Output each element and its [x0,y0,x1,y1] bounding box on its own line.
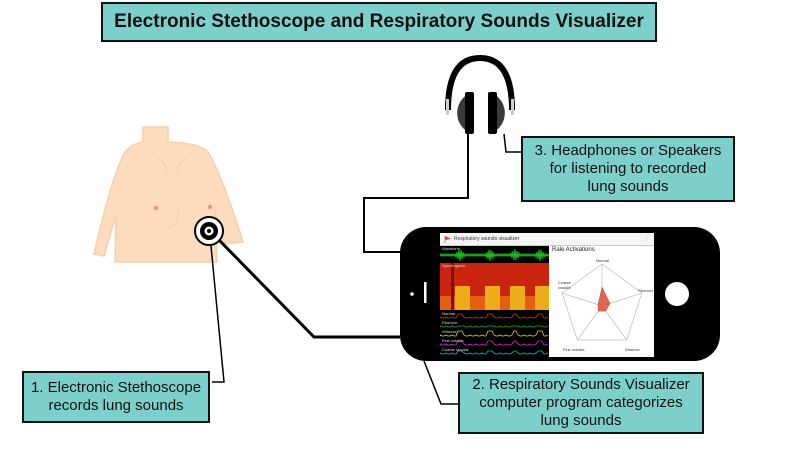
app-title: Respiratory sounds visualizer [454,236,520,242]
radar-axis-coarse-crackle [561,292,603,307]
diagram-title: Electronic Stethoscope and Respiratory S… [101,2,657,42]
radar-axis-label-fine-crackle: Fine crackle [563,347,585,352]
track-label-rhonchi: Rhonchi [442,320,457,325]
spectrogram-band [525,296,530,310]
spectrogram-band [530,296,535,310]
callout-headphones: 3. Headphones or Speakers for listening … [521,136,735,202]
callout-line-1 [210,245,225,383]
radar-outline [561,263,643,341]
radar-panel: Rale Activations Normal Rhonchi Wheeze F… [550,246,654,357]
spectrogram-band [495,286,500,310]
track-wheeze [440,330,549,337]
radar-data-polygon [597,286,611,312]
spectrogram-band [460,286,465,310]
spectrogram-band [455,286,460,310]
spectrogram-band [515,286,520,310]
track-label-fine-crackle: Fine crackle [442,338,464,343]
left-nipple [153,205,159,211]
track-label-normal: Normal [442,311,455,316]
waveform-trace [440,248,550,262]
right-nipple [207,204,213,210]
callout-1-line-1: 1. Electronic Stethoscope [30,379,202,396]
camera-icon [410,292,414,296]
callout-2-line-1: 2. Respiratory Sounds Visualizer [472,376,690,393]
spectrogram-band [485,286,490,310]
radar-axis-label-coarse-crackle: Coarse crackle [558,280,571,290]
track-label-coarse-crackle: Coarse crackle [442,347,469,352]
headphones-icon [445,54,515,134]
callout-visualizer: 2. Respiratory Sounds Visualizer compute… [458,372,704,434]
spectrogram-band [465,286,470,310]
track-fine-crackle [440,340,549,346]
radar-chart [561,263,643,341]
phone-screen: Respiratory sounds visualizer ⋮ Waveform… [440,233,654,357]
callout-3-line-3: lung sounds [587,178,669,195]
spectrogram-band [535,286,540,310]
spectrogram-band [490,286,495,310]
callout-line-2 [423,360,458,405]
spectrogram-band [505,296,510,310]
spectrogram-band [520,286,525,310]
spectrogram-band [480,296,485,310]
spectrogram-marker [451,263,454,310]
track-label-spectrogram: Spectrogram [442,263,465,268]
home-button [665,282,689,306]
spectrogram-band [545,286,550,310]
track-rhonchi [440,325,549,328]
callout-line-3 [503,133,521,153]
speaker-slot [424,282,427,304]
stethoscope-cable [217,238,400,339]
callout-stethoscope: 1. Electronic Stethoscope records lung s… [22,371,210,423]
app-bar: Respiratory sounds visualizer ⋮ [440,233,654,246]
tracks-svg [440,248,550,355]
callout-3-line-2: for listening to recorded [549,160,707,177]
spectrogram-band [540,286,545,310]
track-coarse-crackle [440,350,549,355]
callout-2-line-3: lung sounds [540,412,622,429]
more-vert-icon[interactable]: ⋮ [644,236,649,242]
spectrogram-band [445,296,450,310]
callout-2-line-2: computer program categorizes [479,394,683,411]
callout-3-line-1: 3. Headphones or Speakers [534,142,722,159]
spectrogram-band [470,296,475,310]
app-logo-icon [444,236,451,243]
headphone-cable [363,134,469,253]
stethoscope-icon [194,216,224,246]
radar-axis-label-rhonchi: Rhonchi [638,288,653,293]
spectrogram-band [475,296,480,310]
radar-title: Rale Activations [552,247,595,253]
track-label-wheeze: Wheeze [442,329,457,334]
spectrogram-band [510,286,515,310]
spectrogram-band [500,296,505,310]
signal-tracks-panel: Waveform Spectrogram Normal Rhonchi Whee… [440,246,550,357]
radar-axis-label-wheeze: Wheeze [625,347,640,352]
radar-axis-label-normal: Normal [596,258,609,263]
callout-1-line-2: records lung sounds [48,397,184,414]
spectrogram-band [440,296,445,310]
radar-axis-wheeze [601,305,627,341]
track-normal [440,313,549,319]
track-label-waveform: Waveform [442,246,461,251]
radar-axis-fine-crackle [577,305,603,341]
